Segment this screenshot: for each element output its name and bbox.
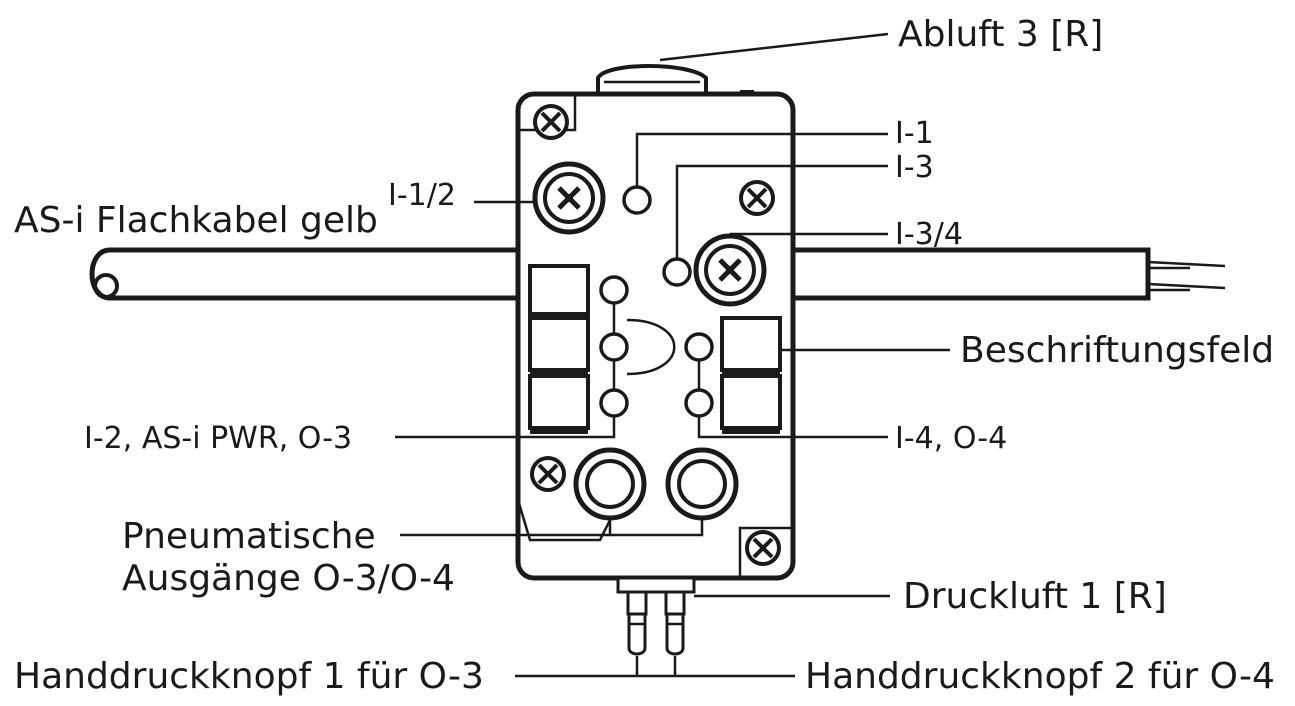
pneumatic-output-o4-icon <box>665 447 739 521</box>
label-button2: Handdruckknopf 2 für O-4 <box>805 656 1275 697</box>
label-field-left <box>528 264 590 434</box>
label-input34: I-3/4 <box>895 217 963 252</box>
label-led-right: I-4, O-4 <box>895 421 1007 456</box>
label-input3: I-3 <box>895 150 934 185</box>
cable-wires <box>1147 260 1226 292</box>
manual-button-1-icon <box>627 612 647 656</box>
label-led-left: I-2, AS-i PWR, O-3 <box>84 421 352 456</box>
led-right-1 <box>684 332 714 362</box>
led-i3 <box>662 257 692 287</box>
label-flat-cable: AS-i Flachkabel gelb <box>14 200 378 241</box>
led-left-2 <box>599 332 629 362</box>
supply-fitting <box>616 576 696 616</box>
label-input12: I-1/2 <box>388 178 456 213</box>
connector-i34-icon <box>693 233 767 307</box>
label-exhaust: Abluft 3 [R] <box>898 14 1103 55</box>
leader-lines <box>395 32 950 678</box>
manual-button-2-icon <box>665 612 685 656</box>
connector-i12-icon <box>532 161 606 235</box>
pneumatic-output-o3-icon <box>573 447 647 521</box>
screw-icon <box>745 530 781 566</box>
label-supply: Druckluft 1 [R] <box>903 576 1167 617</box>
led-left-3 <box>599 388 629 418</box>
label-field-right <box>720 316 782 434</box>
label-pneumatic-1: Pneumatische <box>122 516 376 557</box>
screw-icon <box>739 180 775 216</box>
label-button1: Handdruckknopf 1 für O-3 <box>14 656 484 697</box>
screw-icon <box>533 104 569 140</box>
led-left-1 <box>599 275 629 305</box>
label-label-field: Beschriftungsfeld <box>960 330 1274 371</box>
label-pneumatic-2: Ausgänge O-3/O-4 <box>122 558 455 599</box>
flat-cable <box>89 247 1226 301</box>
screw-icon <box>530 456 566 492</box>
led-i1 <box>622 185 652 215</box>
led-right-2 <box>684 388 714 418</box>
label-input1: I-1 <box>895 116 934 151</box>
